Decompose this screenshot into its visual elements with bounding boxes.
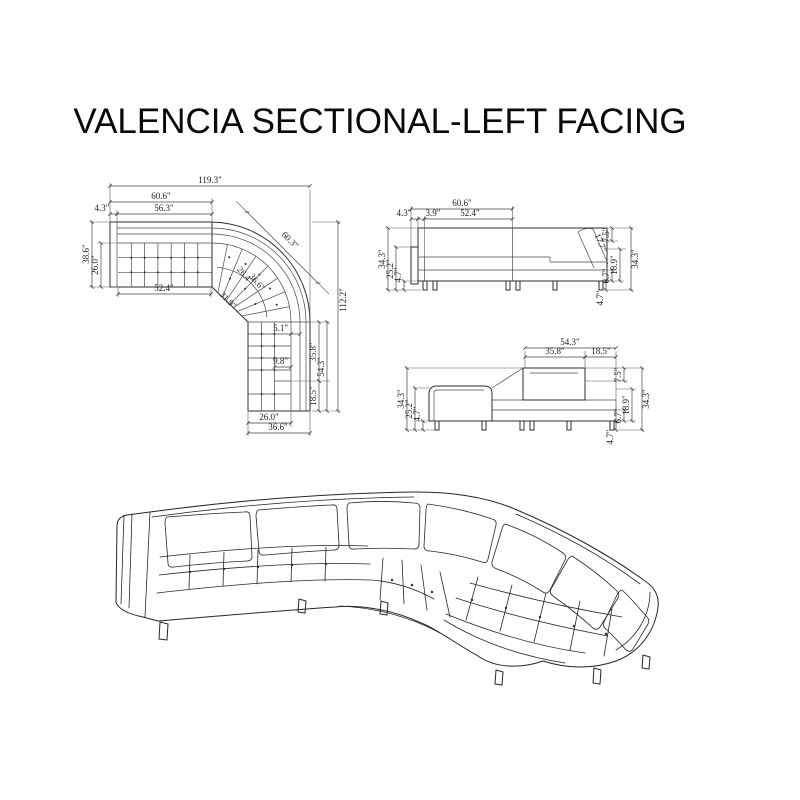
dim-plan-overall-width: 119.3" xyxy=(198,175,222,185)
dim-side-chaise-end-length: 18.5" xyxy=(591,346,611,356)
dim-side-chaise-length: 54.3" xyxy=(560,337,580,347)
dim-side-base-height: 6.7" xyxy=(613,408,623,423)
dim-plan-corner-diagonal: 60.3" xyxy=(280,229,301,250)
front-elevation-view: 60.6" 4.3" 3.9" 52.4" 34.3" 25.2" 4.7" 1… xyxy=(377,198,640,305)
dim-plan-section-depth: 38.6" xyxy=(81,244,91,264)
plan-view: 119.3" 60.6" 56.3" 4.3" 38.6" 26.0" 52.4… xyxy=(81,175,348,436)
dim-front-arm-height: 25.2" xyxy=(385,259,395,279)
dim-plan-seat-top-width: 56.3" xyxy=(154,203,174,213)
dim-plan-overall-depth: 112.2" xyxy=(338,288,348,312)
dim-plan-chaise-seat-length: 35.8" xyxy=(308,342,318,362)
dim-side-back-above-seat: 7.5" xyxy=(613,367,623,382)
side-elevation-view: 54.3" 35.8" 18.5" 34.3" 25.2" 4.7" 7.5" … xyxy=(396,337,651,444)
dim-front-overall-height-left: 34.3" xyxy=(377,249,387,269)
dim-side-chaise-seat-length: 35.8" xyxy=(545,346,565,356)
dim-front-seat-width: 52.4" xyxy=(460,208,480,218)
dim-front-leg-height-right: 4.7" xyxy=(595,290,605,305)
perspective-sketch xyxy=(115,491,659,686)
dim-plan-bottom-section-width: 36.6" xyxy=(268,422,288,432)
page-title: VALENCIA SECTIONAL-LEFT FACING xyxy=(73,102,687,141)
dim-front-overall-height-right: 34.3" xyxy=(630,249,640,269)
dim-plan-chaise-end-length: 18.5" xyxy=(308,386,318,406)
dim-front-leg-height-left: 4.7" xyxy=(393,267,403,282)
sketch-leg xyxy=(158,621,169,641)
dim-side-leg-height-right: 4.7" xyxy=(605,429,615,444)
dim-side-seat-height: 18.9" xyxy=(621,395,631,415)
dim-front-section-width: 60.6" xyxy=(452,198,472,208)
dim-plan-seat-gap: 9.8" xyxy=(273,356,288,366)
dim-plan-chaise-length: 54.3" xyxy=(316,357,326,377)
dim-side-overall-height-left: 34.3" xyxy=(396,389,406,409)
dim-side-arm-height: 25.2" xyxy=(404,399,414,419)
dim-plan-seat-front-width: 52.4" xyxy=(154,283,174,293)
dim-front-inner-gap: 3.9" xyxy=(426,208,441,218)
dim-front-back-above-seat: 7.5" xyxy=(601,227,611,242)
dim-plan-section-width: 60.6" xyxy=(151,191,171,201)
dim-front-seat-height: 18.9" xyxy=(609,255,619,275)
dim-side-overall-height-right: 34.3" xyxy=(641,389,651,409)
dim-side-leg-height-left: 4.7" xyxy=(412,406,422,421)
dim-front-arm-thickness: 4.3" xyxy=(397,208,412,218)
dim-front-base-height: 6.7" xyxy=(601,268,611,283)
dim-plan-seat-depth: 26.0" xyxy=(90,255,100,275)
dim-plan-bottom-seat-width: 26.0" xyxy=(259,412,279,422)
dim-plan-arm-thickness: 4.3" xyxy=(95,203,110,213)
dim-plan-back-gap: 5.1" xyxy=(273,323,288,333)
dim-plan-corner-inner-edge: 31.9" xyxy=(218,289,239,310)
